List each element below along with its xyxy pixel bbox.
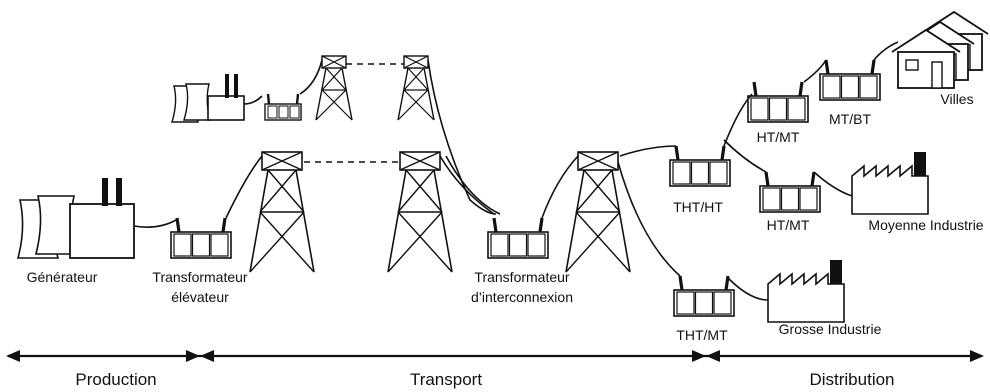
label-transfo-inter-2: d’interconnexion — [471, 289, 573, 305]
label-villes: Villes — [940, 91, 973, 107]
pylon-large-2 — [387, 151, 453, 273]
section-distribution: Distribution — [809, 370, 894, 389]
label-transfo-elevateur-2: élévateur — [171, 289, 229, 305]
section-arrows — [6, 350, 984, 362]
factory-medium — [851, 151, 929, 215]
label-tht-ht: THT/HT — [673, 199, 723, 215]
factory-large — [767, 259, 845, 323]
section-transport: Transport — [410, 370, 482, 389]
transformer-step-up — [169, 216, 233, 260]
section-production: Production — [75, 370, 156, 389]
transformer-tht-ht — [668, 144, 732, 188]
label-tht-mt: THT/MT — [676, 327, 728, 343]
generator-plant-small — [171, 74, 245, 123]
wires — [133, 41, 899, 301]
houses — [891, 11, 989, 89]
pylon-large-1 — [249, 151, 315, 273]
label-grosse-industrie: Grosse Industrie — [779, 321, 882, 337]
label-generateur: Générateur — [27, 269, 98, 285]
generator-plant-large — [16, 178, 135, 259]
label-ht-mt-top: HT/MT — [757, 129, 800, 145]
transformer-small-top — [264, 93, 302, 121]
transformer-mt-bt — [818, 58, 882, 102]
transformer-tht-mt — [672, 274, 736, 318]
label-mt-bt: MT/BT — [829, 111, 871, 127]
label-ht-mt-mid: HT/MT — [767, 217, 810, 233]
transformer-interconnection — [486, 216, 550, 260]
transformer-ht-mt-mid — [758, 170, 822, 214]
label-moyenne-industrie: Moyenne Industrie — [868, 217, 983, 233]
label-transfo-elevateur-1: Transformateur — [152, 269, 248, 285]
label-transfo-inter-1: Transformateur — [474, 269, 570, 285]
transformer-ht-mt-top — [746, 80, 810, 124]
pylon-small-1 — [315, 55, 353, 121]
